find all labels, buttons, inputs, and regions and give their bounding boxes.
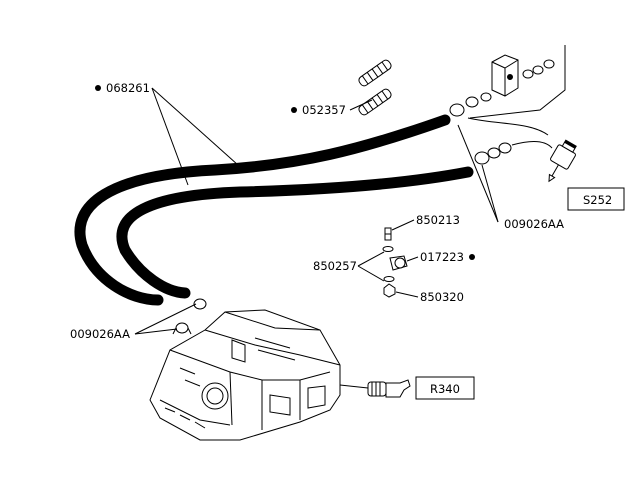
ref-s252-label: S252 <box>583 193 612 207</box>
ref-r340-label: R340 <box>430 382 460 396</box>
connector-part-label: 017223 <box>420 250 464 264</box>
fastener-set <box>382 227 408 298</box>
bullet-icon <box>291 107 297 113</box>
washer-part-label: 850257 <box>313 259 357 273</box>
hose-lower <box>116 166 474 299</box>
label-068261: 068261 <box>95 81 150 95</box>
clamp-part-label-upper: 009026AA <box>504 217 564 231</box>
bullet-icon <box>469 254 475 260</box>
reservoir-tank <box>149 309 411 441</box>
bullet-icon <box>95 85 101 91</box>
hose-upper <box>74 114 451 306</box>
plug-part-label: 052357 <box>302 103 346 117</box>
valve-assembly <box>449 45 577 183</box>
nut-part-label: 850320 <box>420 290 464 304</box>
hose-clamp-left <box>172 298 207 335</box>
leader-lines <box>134 87 499 335</box>
screw-part-label: 850213 <box>416 213 460 227</box>
hose-part-label: 068261 <box>106 81 150 95</box>
label-017223: 017223 <box>420 250 475 264</box>
plug-pair <box>358 59 392 116</box>
clamp-part-label-lower: 009026AA <box>70 327 130 341</box>
ref-box-s252[interactable]: S252 <box>567 187 625 211</box>
ref-box-r340[interactable]: R340 <box>415 376 475 400</box>
label-052357: 052357 <box>291 103 346 117</box>
